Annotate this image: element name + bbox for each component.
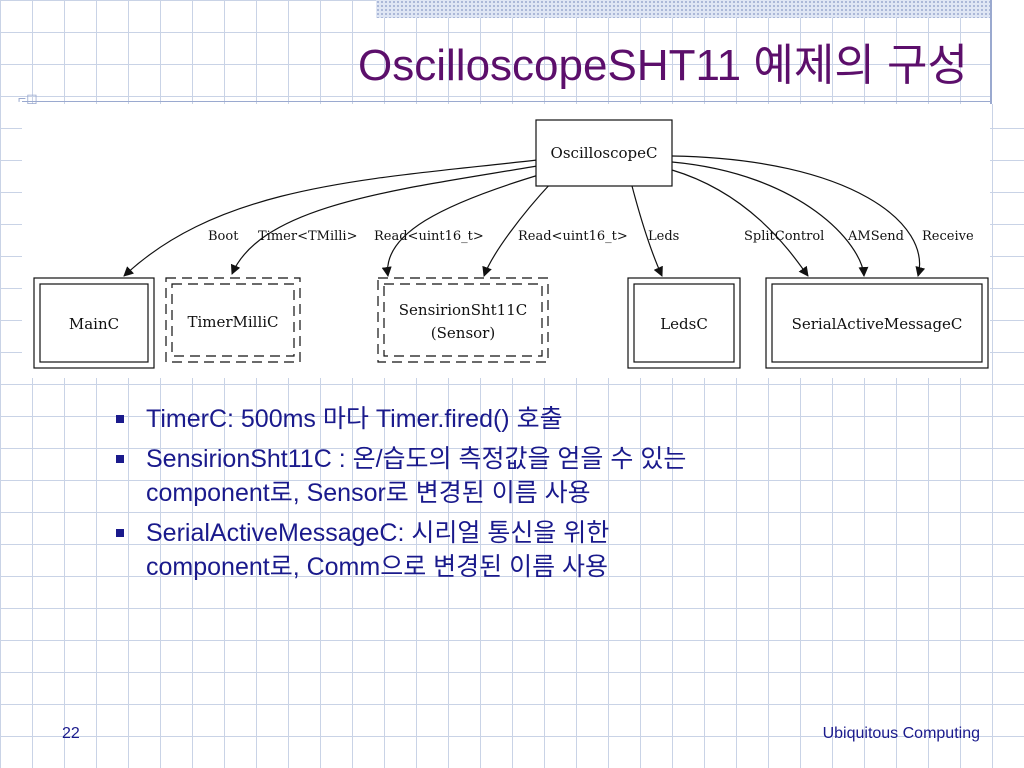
edge-receive <box>671 155 926 277</box>
node-sensirionsht11c-label: SensirionSht11C <box>399 301 528 319</box>
page-number: 22 <box>62 725 80 742</box>
node-serialactivemessagec-label: SerialActiveMessageC <box>792 315 963 333</box>
edge-read-2 <box>482 181 553 277</box>
edge-label-amsend: AMSend <box>847 229 904 244</box>
edge-label-leds: Leds <box>648 229 679 244</box>
footer-course-name: Ubiquitous Computing <box>822 725 980 742</box>
edge-label-read-1: Read<uint16_t> <box>374 229 484 244</box>
bullet-list: TimerC: 500ms 마다 Timer.fired() 호출 Sensir… <box>116 402 996 590</box>
node-serialactivemessagec <box>765 277 989 369</box>
component-diagram: OscilloscopeC Boot Timer<TMilli> Read<ui… <box>22 104 990 378</box>
bullet-item: TimerC: 500ms 마다 Timer.fired() 호출 <box>116 402 996 436</box>
header-decoration-bar <box>376 0 1024 18</box>
node-sensirionsht11c-sublabel: (Sensor) <box>431 324 495 342</box>
square-bullet-icon <box>116 529 124 537</box>
edge-splitcontrol <box>671 169 809 277</box>
node-timermillic <box>165 277 301 363</box>
bullet-text-continued: component로, Comm으로 변경된 이름 사용 <box>146 553 609 581</box>
edge-label-splitcontrol: SplitControl <box>744 229 824 244</box>
edge-label-receive: Receive <box>922 229 974 244</box>
node-mainc <box>33 277 155 369</box>
bullet-item: SerialActiveMessageC: 시리얼 통신을 위한 compone… <box>116 516 996 584</box>
edge-boot <box>123 159 538 277</box>
bullet-text-continued: component로, Sensor로 변경된 이름 사용 <box>146 479 591 507</box>
edge-label-timer: Timer<TMilli> <box>258 229 357 244</box>
node-oscilloscopec <box>535 119 673 187</box>
slide-title: OscilloscopeSHT11 예제의 구성 <box>358 41 968 90</box>
node-oscilloscopec-label: OscilloscopeC <box>551 144 658 162</box>
corner-decoration: ⌐◻ <box>18 90 38 106</box>
bullet-text: TimerC: 500ms 마다 Timer.fired() 호출 <box>146 405 563 433</box>
bullet-item: SensirionSht11C : 온/습도의 측정값을 얻을 수 있는 com… <box>116 442 996 510</box>
edge-label-boot: Boot <box>208 229 239 244</box>
square-bullet-icon <box>116 415 124 423</box>
header-decoration-strip <box>990 0 1024 104</box>
node-mainc-label: MainC <box>69 315 119 333</box>
edge-amsend <box>671 161 869 277</box>
bullet-text: SensirionSht11C : 온/습도의 측정값을 얻을 수 있는 <box>146 445 687 473</box>
node-ledsc <box>627 277 741 369</box>
edge-read-1 <box>381 173 543 277</box>
title-underline <box>22 101 990 102</box>
edge-leds <box>631 185 663 277</box>
bullet-text: SerialActiveMessageC: 시리얼 통신을 위한 <box>146 519 610 547</box>
node-sensirionsht11c <box>377 277 549 363</box>
edge-label-read-2: Read<uint16_t> <box>518 229 628 244</box>
node-timermillic-label: TimerMilliC <box>187 313 278 331</box>
diagram-svg: OscilloscopeC Boot Timer<TMilli> Read<ui… <box>33 119 989 369</box>
edge-timer <box>230 165 538 275</box>
node-ledsc-label: LedsC <box>660 315 708 333</box>
square-bullet-icon <box>116 455 124 463</box>
